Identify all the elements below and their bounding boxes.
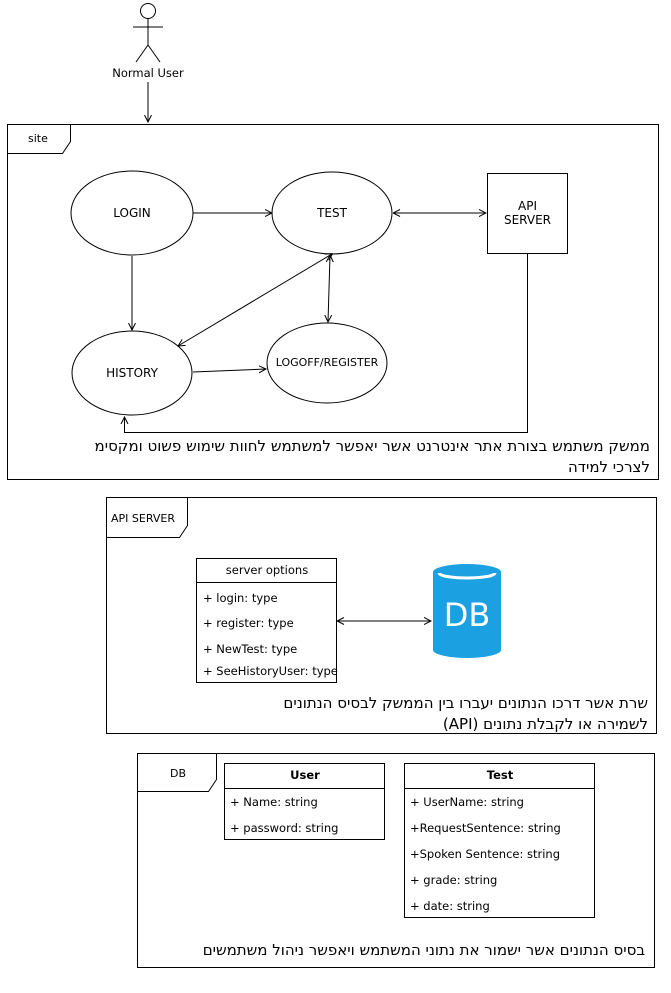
site-frame-tab: site <box>28 132 48 145</box>
server-options-class <box>196 558 337 683</box>
api-server-frame <box>106 497 657 734</box>
db-frame <box>137 753 655 968</box>
history-to-logoff-arrow <box>192 369 266 372</box>
test-node-label: TEST <box>317 206 347 220</box>
test-attr-grade: + grade: string <box>410 873 498 887</box>
server-options-title: server options <box>225 563 309 577</box>
api-description-line1: שרת אשר דרכו הנתונים יעברו בין הממשק לבס… <box>283 694 648 712</box>
database-icon <box>433 564 501 658</box>
user-attr-password: + password: string <box>230 821 339 835</box>
api-server-node <box>487 173 568 254</box>
test-attr-spoken: +Spoken Sentence: string <box>410 847 561 861</box>
actor-icon <box>133 3 163 63</box>
server-attr-newtest: + NewTest: type <box>203 642 298 656</box>
test-history-arrow <box>178 254 332 346</box>
server-attr-seehistory: + SeeHistoryUser: type <box>203 664 338 678</box>
api-description-line2: לשמירה או לקבלת נתונים (API) <box>442 715 648 733</box>
actor-label: Normal User <box>112 66 184 80</box>
api-node-label-line1: API <box>518 199 537 213</box>
user-attr-name: + Name: string <box>230 795 318 809</box>
server-attr-register: + register: type <box>203 616 294 630</box>
test-attr-request: +RequestSentence: string <box>410 821 561 835</box>
db-frame-tab: DB <box>170 767 187 780</box>
server-attr-login: + login: type <box>203 591 278 605</box>
test-logoff-arrow <box>328 256 330 322</box>
test-class-title: Test <box>486 768 514 782</box>
test-attr-date: + date: string <box>410 899 490 913</box>
user-class-title: User <box>290 768 320 782</box>
db-icon-label: DB <box>443 596 491 634</box>
api-node-label-line2: SERVER <box>503 213 551 227</box>
site-description-line2: לצרכי למידה <box>567 458 650 476</box>
history-node-label: HISTORY <box>106 366 158 380</box>
login-node-label: LOGIN <box>113 206 151 220</box>
api-frame-tab: API SERVER <box>111 512 175 525</box>
test-attr-username: + UserName: string <box>410 795 524 809</box>
site-description-line1: ממשק משתמש בצורת אתר אינטרנט אשר יאפשר ל… <box>94 437 650 455</box>
api-to-history-arrow <box>125 254 528 433</box>
site-frame <box>7 124 659 480</box>
logoff-node-label: LOGOFF/REGISTER <box>275 356 379 369</box>
test-class <box>404 763 595 918</box>
db-description: בסיס הנתונים אשר ישמור את נתוני המשתמש ו… <box>202 941 645 959</box>
user-class <box>224 763 385 840</box>
history-node <box>71 330 193 416</box>
